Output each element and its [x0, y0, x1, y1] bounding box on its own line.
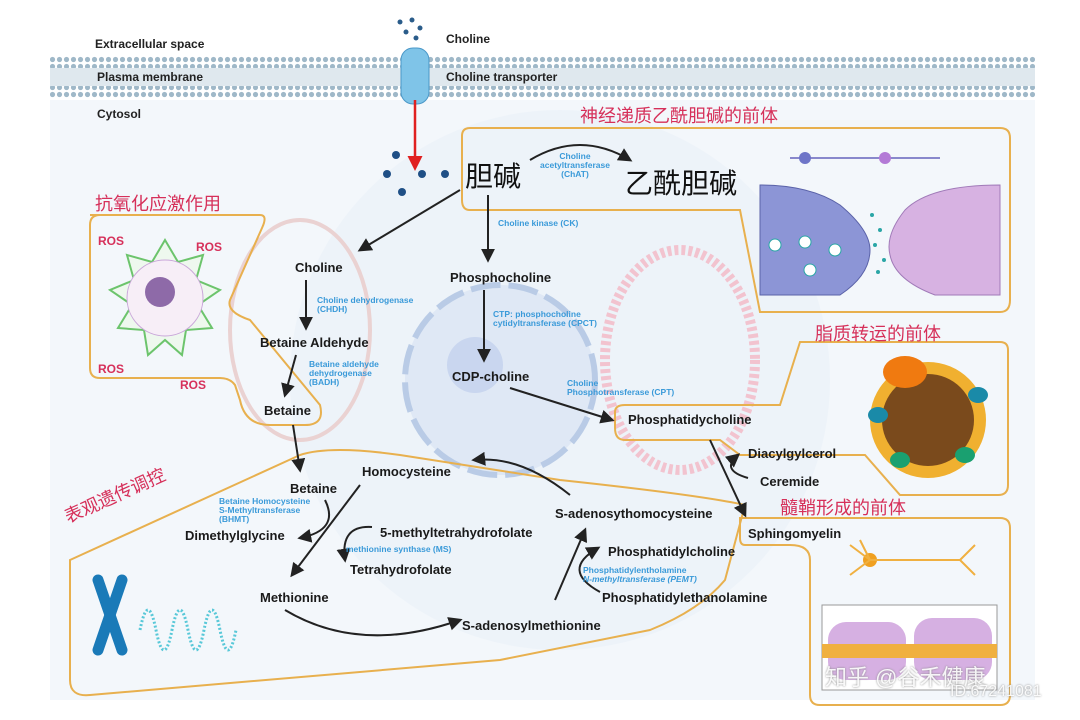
compound-phosphatidycholine: Phosphatidycholine	[628, 412, 752, 427]
neurotransmitter-box	[461, 127, 1011, 313]
transporter-label: Choline transporter	[446, 70, 558, 84]
membrane-inner	[50, 86, 1035, 98]
myelin-box	[739, 517, 1011, 706]
compound-diacylglycerol: Diacylgylcerol	[748, 446, 837, 461]
ros-label: ROS	[98, 362, 125, 376]
synapse-illustration	[759, 152, 1001, 296]
compound-dimethylglycine: Dimethylglycine	[185, 528, 285, 543]
transporter-icon	[400, 47, 430, 105]
plasma-membrane-label: Plasma membrane	[97, 70, 204, 84]
compound-methionine: Methionine	[260, 590, 329, 605]
antioxidant-box	[89, 214, 322, 426]
enzyme-ms: methionine synthase (MS)	[346, 544, 452, 554]
ros-label: ROS	[98, 234, 125, 248]
compound-homocysteine: Homocysteine	[362, 464, 451, 479]
lipoprotein-illustration	[868, 356, 988, 478]
ros-label: ROS	[196, 240, 223, 254]
compound-pe: Phosphatidylethanolamine	[602, 590, 768, 605]
dna-illustration	[138, 608, 238, 652]
compound-ceremide: Ceremide	[760, 474, 820, 489]
watermark-id: ID:67241081	[950, 683, 1042, 700]
compound-thf: Tetrahydrofolate	[350, 562, 452, 577]
compound-sah: S-adenosythomocysteine	[555, 506, 713, 521]
nucleus-illustration	[402, 282, 598, 478]
compound-betaine: Betaine	[264, 403, 311, 418]
compound-phosphatidylcholine: Phosphatidylcholine	[608, 544, 736, 559]
ros-label: ROS	[180, 378, 207, 392]
enzyme-ck: Choline kinase (CK)	[498, 218, 579, 228]
compound-sam: S-adenosylmethionine	[462, 618, 601, 633]
section-myelin: 髓鞘形成的前体	[780, 498, 906, 518]
extracellular-choline-label: Choline	[446, 32, 490, 46]
compound-choline: Choline	[295, 260, 343, 275]
compound-betaine-aldehyde: Betaine Aldehyde	[260, 335, 369, 350]
enzyme-chdh: Choline dehydrogenase(CHDH)	[317, 295, 414, 314]
section-antioxidant: 抗氧化应激作用	[95, 194, 221, 214]
choline-zh: 胆碱	[465, 161, 522, 192]
section-lipid-transport: 脂质转运的前体	[815, 324, 941, 344]
section-neurotransmitter: 神经递质乙酰胆碱的前体	[580, 106, 778, 126]
watermark: 知乎 @谷禾健康	[825, 665, 986, 690]
cytosol-label: Cytosol	[97, 107, 142, 121]
compound-cdp-choline: CDP-choline	[452, 369, 530, 384]
myelin-illustration	[821, 539, 998, 691]
compound-sphingomyelin: Sphingomyelin	[748, 526, 842, 541]
membrane-outer	[50, 56, 1035, 68]
compound-betaine-2: Betaine	[290, 481, 337, 496]
acetylcholine-zh: 乙酰胆碱	[625, 168, 738, 199]
compound-5-mthf: 5-methyltetrahydrofolate	[380, 525, 533, 540]
extracellular-label: Extracellular space	[95, 37, 205, 51]
er-illustration	[600, 245, 760, 475]
chromosome-illustration	[92, 574, 128, 656]
compound-phosphocholine: Phosphocholine	[450, 270, 552, 285]
mitochondrion-illustration	[228, 218, 372, 442]
